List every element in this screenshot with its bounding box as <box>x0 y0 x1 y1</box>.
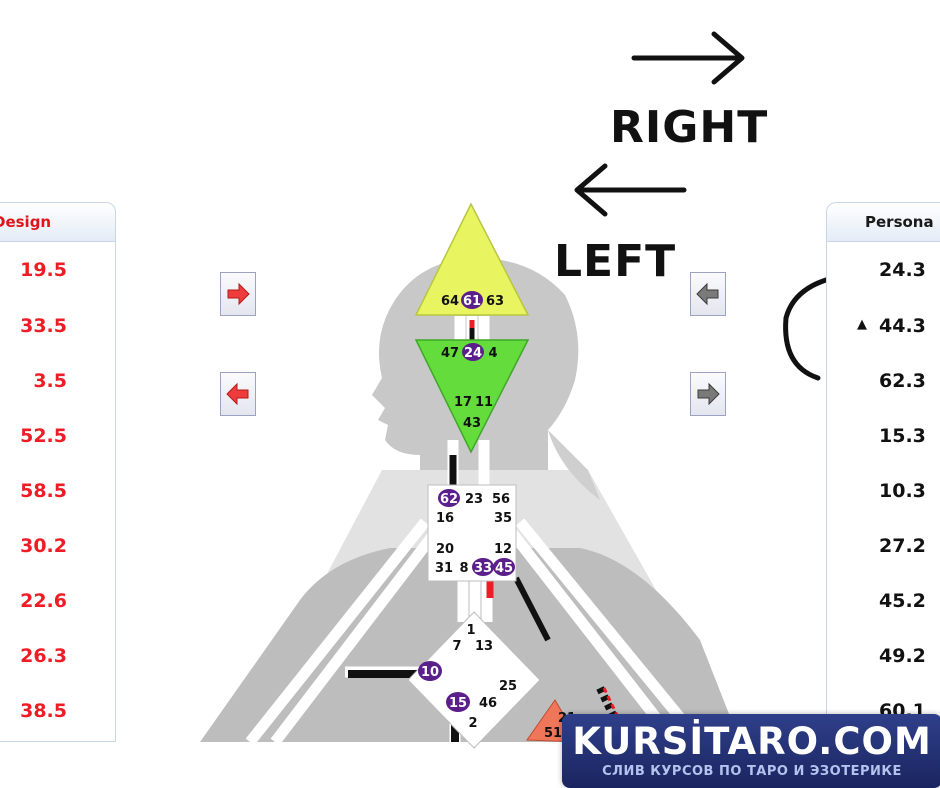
design-value[interactable]: 26.3 <box>20 645 67 667</box>
personality-value[interactable]: 10.3 <box>879 480 926 502</box>
red-arrow-right-icon <box>227 282 250 306</box>
gate-33[interactable]: 33 <box>474 561 492 576</box>
gate-circle-45 <box>493 558 515 576</box>
watermark-subtitle: СЛИВ КУРСОВ ПО ТАРО И ЭЗОТЕРИКЕ <box>602 764 902 779</box>
personality-arrow-right-button[interactable] <box>690 372 726 416</box>
gate-16: 16 <box>436 511 454 526</box>
gate-17: 17 <box>454 395 472 410</box>
gate-43: 43 <box>463 416 481 431</box>
g-center[interactable] <box>407 611 541 749</box>
gate-8: 8 <box>459 561 468 576</box>
gate-11: 11 <box>475 395 493 410</box>
design-value[interactable]: 19.5 <box>20 259 67 281</box>
watermark-badge: KURSİTARO.COM СЛИВ КУРСОВ ПО ТАРО И ЭЗОТ… <box>562 714 940 788</box>
design-value[interactable]: 33.5 <box>20 315 67 337</box>
gate-35: 35 <box>494 511 512 526</box>
design-value[interactable]: 22.6 <box>20 590 67 612</box>
gate-12: 12 <box>494 542 512 557</box>
gate-31: 31 <box>435 561 453 576</box>
gate-labels: 64 61 63 47 24 4 17 11 43 62 23 56 16 35… <box>421 294 576 741</box>
channels <box>245 316 705 746</box>
design-arrow-left-button[interactable] <box>220 372 256 416</box>
ajna-center[interactable] <box>414 339 530 454</box>
gate-7: 7 <box>452 639 461 654</box>
gate-45[interactable]: 45 <box>495 561 513 576</box>
gate-circle-24 <box>462 343 484 361</box>
personality-panel-title: Persona <box>827 203 940 242</box>
design-panel: Design 19.5 33.5 3.5 52.5 58.5 30.2 22.6… <box>0 202 116 742</box>
gate-62[interactable]: 62 <box>440 492 458 507</box>
gate-20: 20 <box>436 542 454 557</box>
personality-panel: Persona 24.3 ▲ 44.3 62.3 15.3 10.3 27.2 … <box>826 202 940 742</box>
design-value[interactable]: 30.2 <box>20 535 67 557</box>
gate-13: 13 <box>475 639 493 654</box>
gate-circle-62 <box>438 489 460 507</box>
gate-circle-33 <box>472 558 494 576</box>
gate-2: 2 <box>468 716 477 731</box>
design-panel-title: Design <box>0 203 115 242</box>
annotation-arrows <box>574 31 861 381</box>
personality-value[interactable]: 27.2 <box>879 535 926 557</box>
gate-51: 51 <box>544 726 562 741</box>
personality-value[interactable]: 44.3 <box>879 315 926 337</box>
gate-46: 46 <box>479 696 497 711</box>
design-value[interactable]: 58.5 <box>20 480 67 502</box>
red-arrow-left-icon <box>226 382 249 406</box>
gate-64: 64 <box>441 294 459 309</box>
caption-left: LEFT <box>554 236 677 287</box>
gate-15[interactable]: 15 <box>449 696 467 711</box>
grey-arrow-left-icon <box>696 282 719 306</box>
gate-23: 23 <box>465 492 483 507</box>
gate-61[interactable]: 61 <box>463 294 481 309</box>
gate-47: 47 <box>441 346 459 361</box>
arrow-left-head-icon <box>574 163 608 217</box>
watermark-title: KURSİTARO.COM <box>572 720 932 763</box>
channel-active-throat-black <box>513 576 551 642</box>
gate-63: 63 <box>486 294 504 309</box>
gate-circle-61 <box>461 291 483 309</box>
personality-value[interactable]: 45.2 <box>879 590 926 612</box>
exalted-triangle-icon: ▲ <box>857 317 867 332</box>
gate-56: 56 <box>492 492 510 507</box>
gate-circle-10 <box>418 661 442 681</box>
personality-value[interactable]: 15.3 <box>879 425 926 447</box>
gate-circle-15 <box>446 692 470 712</box>
design-value[interactable]: 52.5 <box>20 425 67 447</box>
design-value[interactable]: 38.5 <box>20 700 67 722</box>
gate-4: 4 <box>488 346 497 361</box>
design-value[interactable]: 3.5 <box>33 370 67 392</box>
gate-10[interactable]: 10 <box>421 665 439 680</box>
shoulder-wedge <box>548 430 600 500</box>
arrow-right-head-icon <box>711 31 745 85</box>
personality-value[interactable]: 62.3 <box>879 370 926 392</box>
caption-right: RIGHT <box>610 102 769 153</box>
gate-25: 25 <box>499 679 517 694</box>
gate-24[interactable]: 24 <box>464 346 482 361</box>
grey-arrow-right-icon <box>697 382 720 406</box>
design-arrow-right-button[interactable] <box>220 272 256 316</box>
personality-value[interactable]: 24.3 <box>879 259 926 281</box>
head-center[interactable] <box>414 202 530 316</box>
gate-1: 1 <box>466 623 475 638</box>
personality-value[interactable]: 49.2 <box>879 645 926 667</box>
personality-arrow-left-button[interactable] <box>690 272 726 316</box>
